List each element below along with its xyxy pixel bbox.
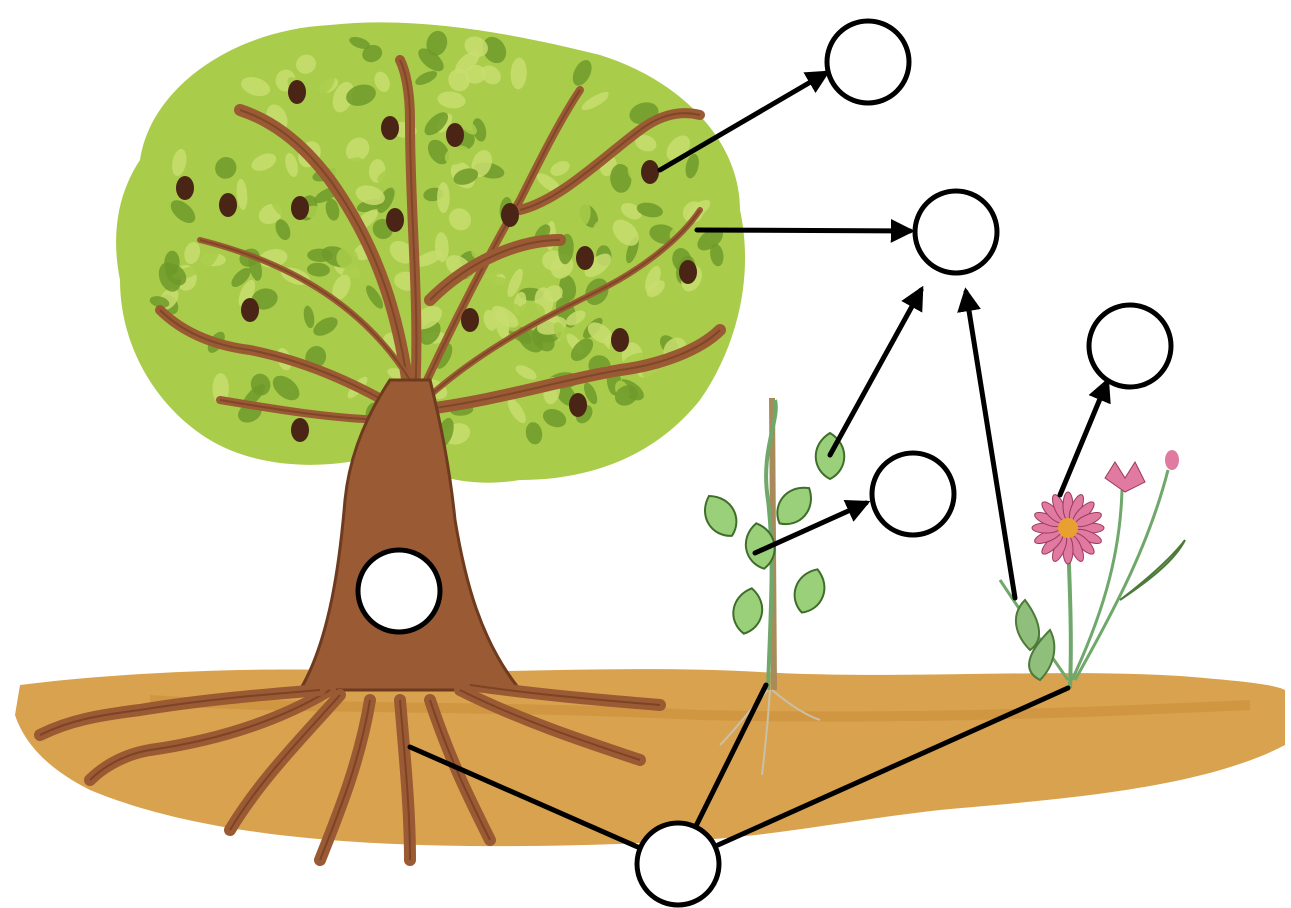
label-circle-roots[interactable] <box>637 823 719 905</box>
olive-fruit <box>241 298 259 322</box>
olive-fruit <box>446 123 464 147</box>
tree-leaf <box>437 182 450 213</box>
olive-fruit <box>386 208 404 232</box>
flowering-plant <box>1000 450 1185 688</box>
pointer-flower <box>1060 382 1107 495</box>
label-circle-trunk[interactable] <box>358 550 440 632</box>
flower-bud <box>1105 462 1145 492</box>
olive-fruit <box>576 246 594 270</box>
olive-fruit <box>679 260 697 284</box>
label-circle-flower[interactable] <box>1089 305 1171 387</box>
label-circle-leaf[interactable] <box>915 191 997 273</box>
pointer-flower-leaf <box>966 292 1015 598</box>
pointer-vine-leaf <box>830 290 921 455</box>
vine-leaf <box>730 586 766 636</box>
olive-fruit <box>176 176 194 200</box>
olive-fruit <box>569 393 587 417</box>
olive-fruit <box>461 308 479 332</box>
label-circle-fruit[interactable] <box>827 21 909 103</box>
olive-fruit <box>219 193 237 217</box>
label-circle-stem[interactable] <box>872 453 954 535</box>
olive-fruit <box>288 80 306 104</box>
olive-fruit <box>641 160 659 184</box>
flower-bud-small <box>1165 450 1179 470</box>
olive-fruit <box>611 328 629 352</box>
olive-fruit <box>501 203 519 227</box>
vine-leaf <box>788 564 831 617</box>
flower-center <box>1058 518 1078 538</box>
vine-leaf <box>697 489 745 543</box>
flower-leaf <box>1120 540 1185 600</box>
olive-fruit <box>381 116 399 140</box>
pointer-tree-leaf <box>697 230 910 231</box>
olive-fruit <box>291 418 309 442</box>
flower-leaf <box>1016 600 1039 650</box>
olive-fruit <box>291 196 309 220</box>
